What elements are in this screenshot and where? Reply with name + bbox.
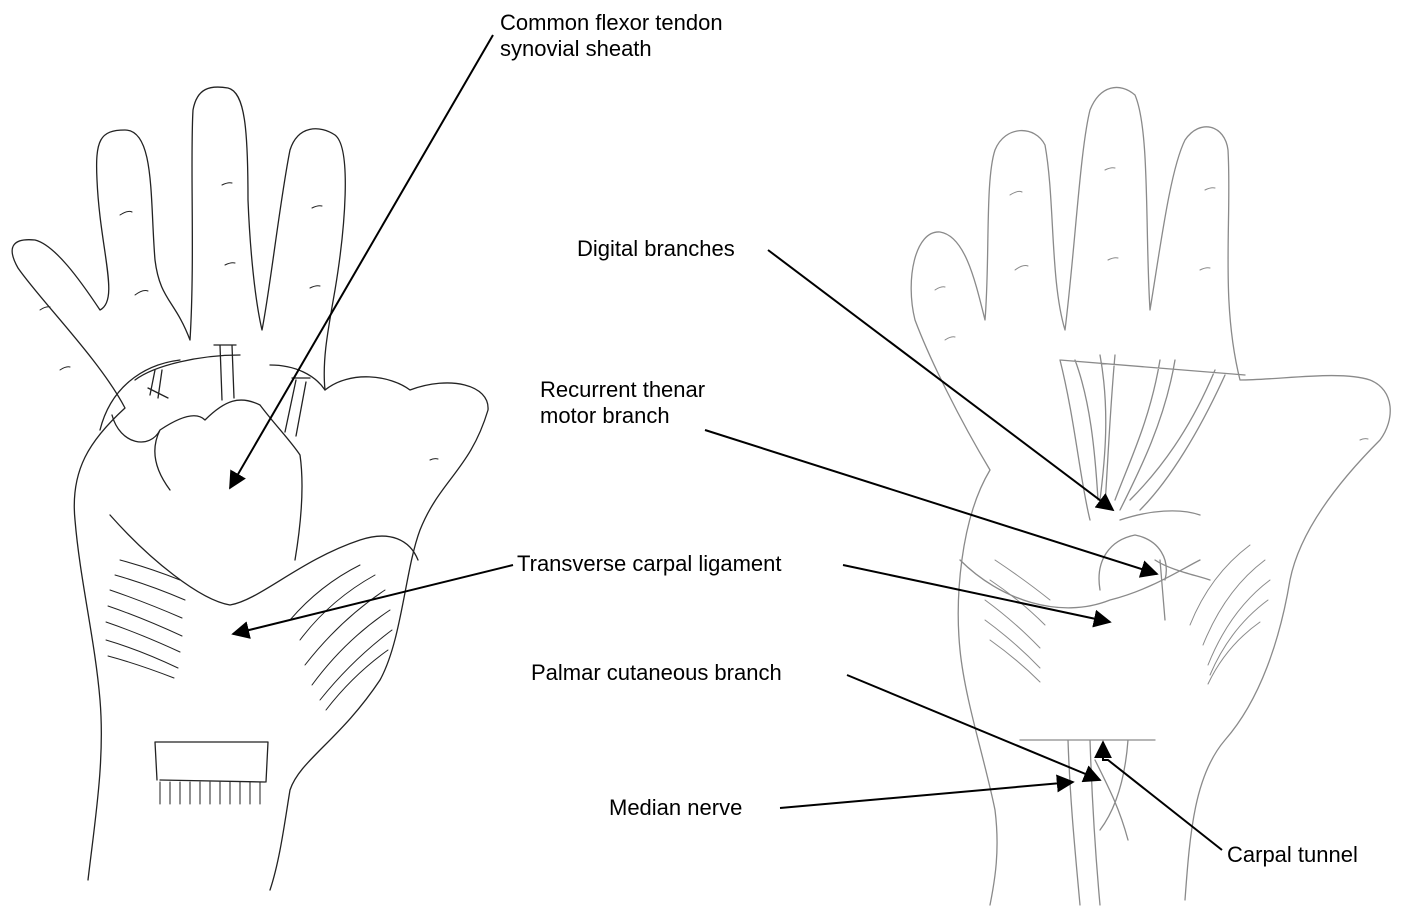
right-muscle-hatching (985, 545, 1270, 684)
label-median-nerve: Median nerve (609, 795, 742, 821)
leader-transverse-right (843, 565, 1110, 622)
wrist-incision (155, 742, 268, 782)
label-palmar-cutaneous: Palmar cutaneous branch (531, 660, 782, 686)
leader-lines (230, 35, 1222, 850)
label-transverse-carpal: Transverse carpal ligament (517, 551, 782, 577)
digital-nerve-branches (1060, 355, 1245, 520)
right-hand-drawing (911, 87, 1390, 905)
label-recurrent-thenar: Recurrent thenar motor branch (540, 377, 705, 429)
right-carpal-ligament (960, 535, 1210, 620)
label-recurrent-thenar-line1: Recurrent thenar (540, 377, 705, 403)
leader-digital-branches (768, 250, 1113, 510)
label-common-flexor-line1: Common flexor tendon (500, 10, 723, 36)
leader-palmar-cutaneous (847, 675, 1100, 780)
leader-median-nerve (780, 782, 1073, 808)
right-hand-outline (911, 87, 1390, 905)
incision-stitches (160, 782, 260, 804)
muscle-hatching (106, 560, 392, 710)
label-common-flexor: Common flexor tendon synovial sheath (500, 10, 723, 62)
label-common-flexor-line2: synovial sheath (500, 36, 723, 62)
label-digital-branches: Digital branches (577, 236, 735, 262)
leader-common-flexor (230, 35, 493, 488)
right-median-nerve (1020, 740, 1155, 905)
leader-transverse-left (233, 565, 513, 634)
leader-carpal-tunnel (1103, 742, 1222, 850)
label-recurrent-thenar-line2: motor branch (540, 403, 705, 429)
label-carpal-tunnel: Carpal tunnel (1227, 842, 1358, 868)
left-hand-outline (12, 87, 488, 890)
left-hand-drawing (12, 87, 488, 890)
synovial-sheath (100, 355, 418, 605)
finger-creases (40, 183, 438, 460)
